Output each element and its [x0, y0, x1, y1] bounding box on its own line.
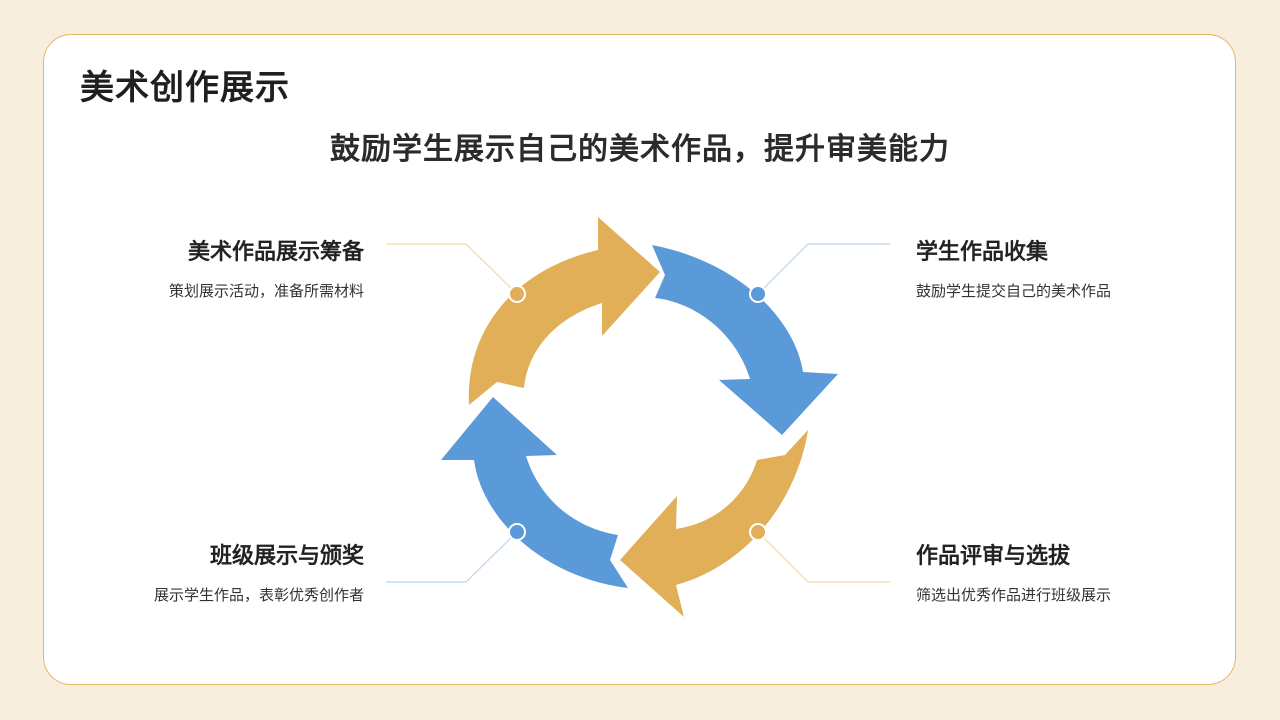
connector-dot-bottom-left [508, 523, 526, 541]
step-collect: 学生作品收集 鼓励学生提交自己的美术作品 [916, 234, 1216, 301]
connector-line-bottom-left [386, 531, 518, 583]
cycle-arrow-gold-bottom-right [620, 430, 808, 617]
step-prepare: 美术作品展示筹备 策划展示活动，准备所需材料 [64, 234, 364, 301]
step-desc: 鼓励学生提交自己的美术作品 [916, 282, 1112, 300]
step-title: 作品评审与选拔 [916, 544, 1071, 569]
step-review: 作品评审与选拔 筛选出优秀作品进行班级展示 [916, 538, 1216, 605]
connector-dot-top-left [508, 285, 526, 303]
step-desc: 筛选出优秀作品进行班级展示 [916, 586, 1112, 604]
connector-line-top-left [386, 243, 518, 295]
connector-line-top-right [757, 243, 890, 295]
step-title: 美术作品展示筹备 [187, 240, 364, 265]
step-exhibit: 班级展示与颁奖 展示学生作品，表彰优秀创作者 [64, 538, 364, 605]
page-title: 美术创作展示 [80, 68, 290, 108]
step-title: 班级展示与颁奖 [209, 544, 364, 569]
page-subtitle: 鼓励学生展示自己的美术作品，提升审美能力 [330, 132, 950, 167]
step-desc: 策划展示活动，准备所需材料 [168, 282, 364, 300]
connector-dot-top-right [749, 285, 767, 303]
connector-line-bottom-right [757, 531, 890, 583]
cycle-arrow-gold-top-left [468, 217, 660, 405]
step-desc: 展示学生作品，表彰优秀创作者 [153, 586, 364, 604]
cycle-arrow-blue-top-right [652, 245, 838, 435]
connector-dot-bottom-right [749, 523, 767, 541]
cycle-arrow-blue-bottom-left [441, 397, 628, 588]
step-title: 学生作品收集 [916, 240, 1049, 265]
